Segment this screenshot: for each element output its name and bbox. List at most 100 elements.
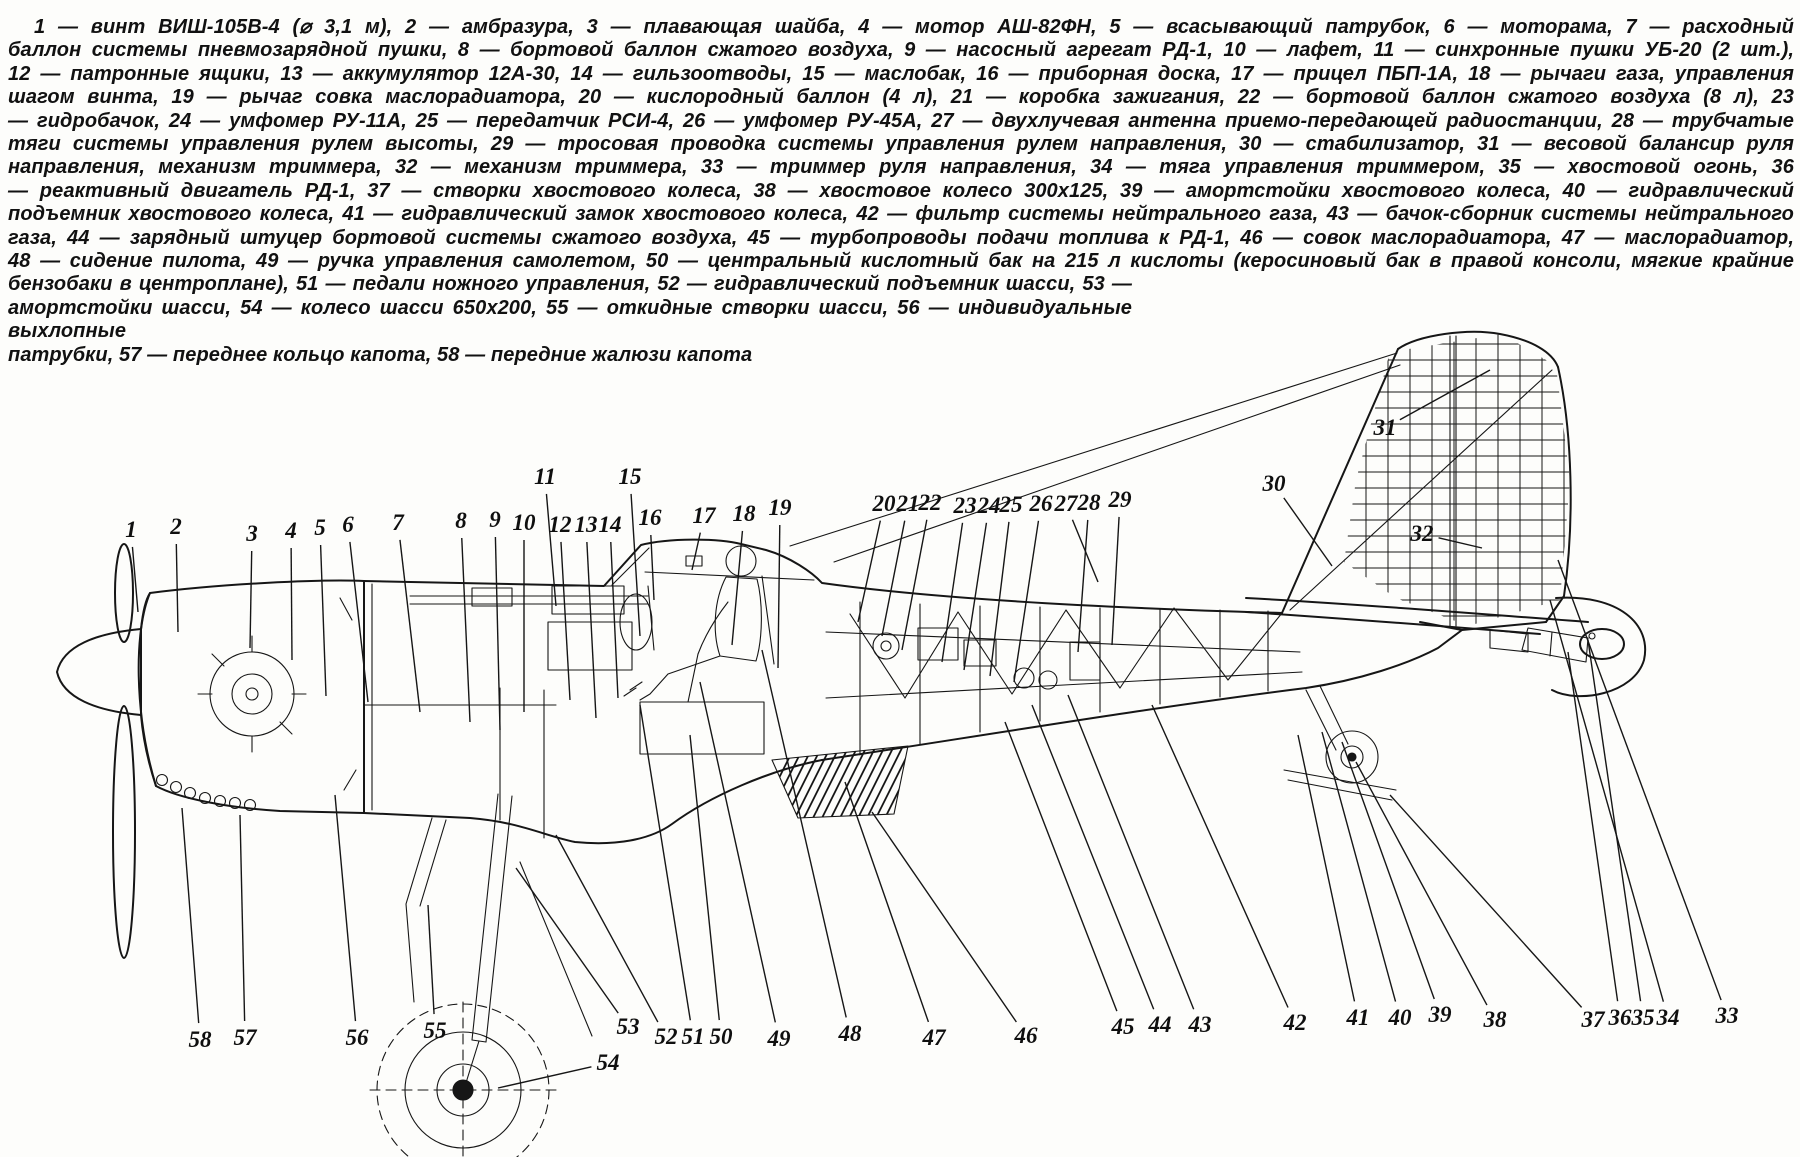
callout-46: 46 xyxy=(1014,1023,1038,1048)
callout-26: 26 xyxy=(1029,491,1053,516)
callout-37: 37 xyxy=(1581,1007,1605,1032)
antenna-wire-2 xyxy=(833,364,1401,563)
oxygen-bottle xyxy=(872,632,900,660)
legend-line: 12 — патронные ящики, 13 — аккумулятор 1… xyxy=(8,62,1794,85)
callout-21: 21 xyxy=(896,491,920,516)
fin-leading-edge xyxy=(1281,348,1399,614)
callout-22: 22 xyxy=(918,490,942,515)
legend-line: газа, 44 — зарядный штуцер бортовой сист… xyxy=(8,226,1794,249)
rd1-rocket-engine xyxy=(1489,627,1589,663)
legend-line: 1 — винт ВИШ-105В-4 (⌀ 3,1 м), 2 — амбра… xyxy=(34,16,1794,38)
rudder-pedals xyxy=(623,687,637,697)
callout-36: 36 xyxy=(1608,1005,1632,1030)
callout-48: 48 xyxy=(838,1021,862,1046)
callout-44: 44 xyxy=(1148,1012,1172,1037)
cowl-bottom xyxy=(140,714,365,814)
legend-text-block: 1 — винт ВИШ-105В-4 (⌀ 3,1 м), 2 — амбра… xyxy=(8,16,1794,367)
callout-8: 8 xyxy=(455,508,467,533)
legend-line: 48 — сидение пилота, 49 — ручка управлен… xyxy=(8,250,1794,273)
callout-55: 55 xyxy=(423,1018,447,1043)
callout-20: 20 xyxy=(872,491,896,516)
leader-lines xyxy=(131,369,1722,1089)
callout-23: 23 xyxy=(953,493,977,518)
legend-line: патрубки, 57 — переднее кольцо капота, 5… xyxy=(8,343,753,366)
structure-details xyxy=(155,335,1596,1157)
exhaust-stubs xyxy=(155,773,257,812)
callout-33: 33 xyxy=(1715,1003,1739,1028)
umformer-1 xyxy=(1013,667,1035,689)
acid-tank xyxy=(639,701,765,755)
callout-11: 11 xyxy=(534,464,556,489)
tail-bottom xyxy=(821,629,1463,761)
callout-52: 52 xyxy=(654,1024,678,1049)
fin-brace xyxy=(1289,369,1553,611)
fin-grid-lines xyxy=(1344,334,1570,626)
callout-1: 1 xyxy=(125,517,137,542)
callout-41: 41 xyxy=(1346,1005,1370,1030)
callout-58: 58 xyxy=(188,1027,212,1052)
callout-9: 9 xyxy=(489,507,501,532)
tail-wheel-assembly xyxy=(1283,685,1397,801)
callout-10: 10 xyxy=(512,510,536,535)
tail-light xyxy=(1588,632,1596,640)
callout-42: 42 xyxy=(1283,1010,1307,1035)
cowl-gill-top xyxy=(339,597,353,621)
callout-51: 51 xyxy=(681,1024,705,1049)
callout-47: 47 xyxy=(922,1025,946,1050)
callout-4: 4 xyxy=(285,518,297,543)
ignition-box xyxy=(917,627,959,661)
oil-tank xyxy=(619,593,653,651)
tail-wheel-doors xyxy=(1283,769,1397,791)
callout-17: 17 xyxy=(692,503,716,528)
cowl-gill-bottom xyxy=(343,769,357,791)
legend-line: — реактивный двигатель РД-1, 37 — створк… xyxy=(8,179,1794,202)
propeller-blade-upper xyxy=(114,543,134,643)
callout-29: 29 xyxy=(1108,487,1132,512)
callout-7: 7 xyxy=(392,510,404,535)
callout-12: 12 xyxy=(548,512,572,537)
fuselage-top xyxy=(363,538,1283,614)
callout-34: 34 xyxy=(1656,1005,1680,1030)
stringer-lower xyxy=(825,671,1303,699)
windscreen-inner xyxy=(611,547,650,586)
main-gear xyxy=(369,793,593,1157)
radio-transmitter xyxy=(1069,641,1101,681)
callout-18: 18 xyxy=(732,501,756,526)
oil-radiator-scoop xyxy=(771,745,909,819)
elevator-balance xyxy=(1579,628,1625,660)
callout-6: 6 xyxy=(342,512,354,537)
callout-24: 24 xyxy=(977,493,1001,518)
callout-56: 56 xyxy=(345,1025,369,1050)
guns-ub20 xyxy=(409,585,649,615)
callout-57: 57 xyxy=(233,1025,257,1050)
callout-39: 39 xyxy=(1428,1002,1452,1027)
legend-line: направления, механизм триммера, 32 — мех… xyxy=(8,156,1794,179)
callout-13: 13 xyxy=(574,512,598,537)
callout-15: 15 xyxy=(618,464,642,489)
callout-31: 31 xyxy=(1373,415,1397,440)
elevator-tip xyxy=(1551,596,1647,697)
pilot-figure xyxy=(639,545,775,703)
callout-19: 19 xyxy=(768,495,792,520)
callout-3: 3 xyxy=(246,521,258,546)
stabilizer-upper xyxy=(1245,597,1589,623)
callout-28: 28 xyxy=(1077,490,1101,515)
fuselage-frames xyxy=(859,601,1269,756)
callout-30: 30 xyxy=(1262,471,1286,496)
antenna-wire-1 xyxy=(789,352,1398,547)
callout-45: 45 xyxy=(1111,1014,1135,1039)
instrument-panel xyxy=(647,585,655,651)
callout-2: 2 xyxy=(170,514,182,539)
gunsight xyxy=(685,555,703,567)
belly-front xyxy=(363,759,823,845)
umformer-2 xyxy=(1038,670,1058,690)
ammo-boxes xyxy=(547,621,633,671)
callout-49: 49 xyxy=(767,1026,791,1051)
fin-top xyxy=(1397,330,1559,368)
legend-line: баллон системы пневмозарядной пушки, 8 —… xyxy=(8,39,1794,62)
rudder-trailing-edge xyxy=(1545,366,1572,623)
legend-line: подъемник хвостового колеса, 41 — гидрав… xyxy=(8,203,1794,226)
stringer-upper xyxy=(825,631,1301,653)
